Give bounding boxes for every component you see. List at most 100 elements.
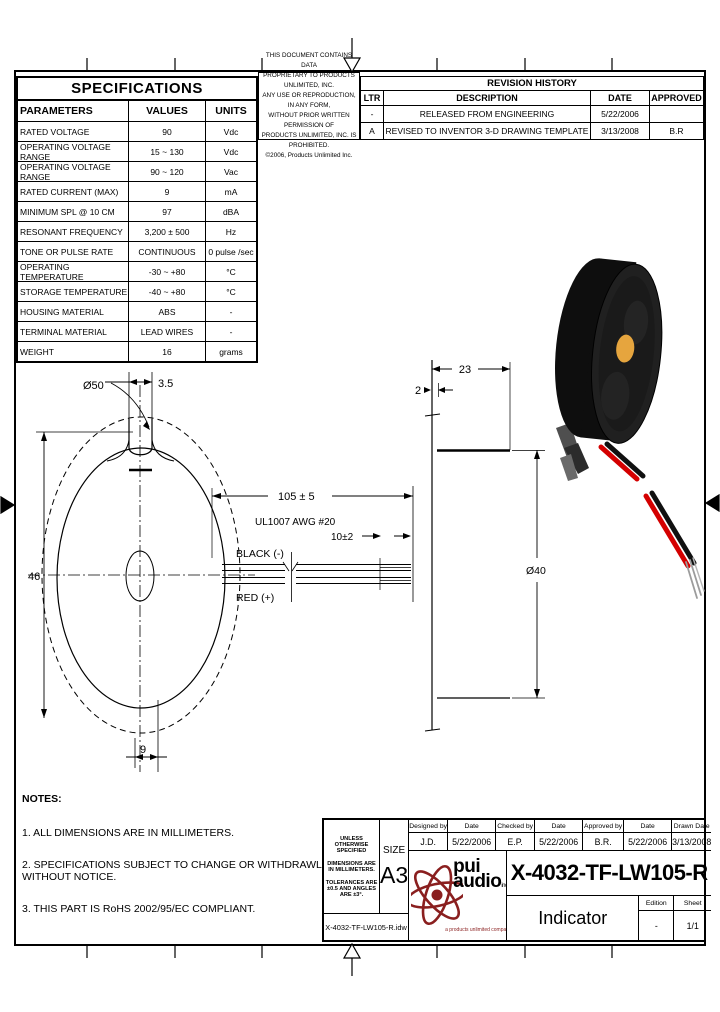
spec-header-parameters: PARAMETERS [18,101,129,121]
part-number: X-4032-TF-LW105-R [507,851,712,896]
title-block-right: Designed by J.D. Date 5/22/2006 Checked … [409,820,712,940]
spec-parameter: RATED CURRENT (MAX) [18,182,129,201]
buzzer-wires [598,441,705,599]
spec-row: TONE OR PULSE RATE CONTINUOUS 0 pulse /s… [18,242,256,262]
spec-value: -40 ~ +80 [129,282,206,301]
notes-title: NOTES: [22,793,62,805]
rev-date: 3/13/2008 [591,123,650,139]
rev-description: RELEASED FROM ENGINEERING [384,106,591,122]
dim-wire-length: 105 ± 5 [278,491,315,503]
notice-line: PRODUCTS UNLIMITED, INC. IS PROHIBITED. [261,132,357,150]
edition-label: Edition [639,896,674,911]
spec-unit: mA [224,186,238,197]
notes-section: NOTES: 1. ALL DIMENSIONS ARE IN MILLIMET… [22,793,322,935]
tolerance-note-line: TOLERANCES ARE ±0.5 AND ANGLES ARE ±3°. [325,879,378,898]
logo-tagline: a products unlimited company [445,927,508,933]
rev-header-ltr: LTR [361,91,384,105]
approval-column: Drawn Date 3/13/2008 [672,820,712,850]
approval-label: Date [448,820,496,833]
dimension-labels: Ø50 3.5 46 9 105 ± 5 UL1007 AWG #20 10±2… [28,364,546,756]
part-description: Indicator [507,896,640,940]
rev-header-date: DATE [591,91,650,105]
spec-unit: - [229,306,233,317]
notice-line: ©2006, Products Unlimited Inc. [265,152,353,160]
sheet-box: Sheet 1/1 [674,896,712,940]
notes-list: 1. ALL DIMENSIONS ARE IN MILLIMETERS.2. … [22,827,322,915]
front-view-drawing [28,372,414,772]
edition-value: - [654,920,658,931]
approval-column: Approved by B.R. [583,820,625,850]
approval-label: Checked by [496,820,535,833]
spec-value: -30 ~ +80 [129,262,206,281]
spec-value: 15 ~ 130 [129,142,206,161]
spec-unit: Vdc [223,146,239,157]
dim-flange: 2 [415,385,421,397]
dim-height: 46 [28,571,40,583]
approval-value: 5/22/2006 [539,836,579,847]
approval-label: Date [535,820,583,833]
rev-header-approved: APPROVED [651,93,702,103]
rev-header-description: DESCRIPTION [384,91,591,105]
approval-column: Date 5/22/2006 [535,820,584,850]
spec-parameter: OPERATING VOLTAGE RANGE [18,142,129,162]
approval-column: Date 5/22/2006 [624,820,673,850]
spec-row: OPERATING TEMPERATURE -30 ~ +80 °C [18,262,256,282]
notice-line: ANY USE OR REPRODUCTION, IN ANY FORM, [262,91,356,109]
spec-value: 90 [129,122,206,141]
dim-body-diameter: Ø40 [526,565,546,577]
black-wire-label: BLACK (-) [236,548,284,560]
approval-value: B.R. [594,836,612,847]
logo-word1: pui [453,856,481,877]
rev-ltr: A [361,123,384,139]
notice-line: THIS DOCUMENT CONTAINS DATA [265,51,353,69]
spec-unit: Hz [225,226,237,237]
spec-header-units: UNITS [215,105,247,117]
spec-header-row: PARAMETERS VALUES UNITS [18,101,256,122]
spec-unit: - [229,326,233,337]
spec-value: CONTINUOUS [129,242,206,261]
approval-value: E.P. [507,836,523,847]
sheet-value: 1/1 [686,920,699,931]
note-item: 1. ALL DIMENSIONS ARE IN MILLIMETERS. [22,827,235,839]
spec-unit: Vac [223,166,239,177]
spec-row: HOUSING MATERIAL ABS - [18,302,256,322]
spec-row: OPERATING VOLTAGE RANGE 15 ~ 130 Vdc [18,142,256,162]
approval-label: Date [624,820,672,833]
spec-row: WEIGHT 16 grams [18,342,256,361]
revision-header-row: LTR DESCRIPTION DATE APPROVED [361,91,703,106]
spec-row: RATED CURRENT (MAX) 9 mA [18,182,256,202]
spec-parameter: OPERATING TEMPERATURE [18,262,129,282]
spec-row: OPERATING VOLTAGE RANGE 90 ~ 120 Vac [18,162,256,182]
spec-parameter: RATED VOLTAGE [18,122,129,141]
logo-word2: audio [453,871,502,892]
revision-row: - RELEASED FROM ENGINEERING 5/22/2006 [361,106,703,123]
rev-ltr: - [361,106,384,122]
spec-parameter: RESONANT FREQUENCY [18,222,129,241]
spec-parameter: STORAGE TEMPERATURE [18,282,129,301]
approval-column: Designed by J.D. [409,820,449,850]
spec-unit: Vdc [223,126,239,137]
approval-label: Approved by [583,820,624,833]
rev-date: 5/22/2006 [591,106,650,122]
spec-title: SPECIFICATIONS [18,78,256,101]
notice-line: WITHOUT PRIOR WRITTEN PERMISSION OF [268,112,350,130]
spec-unit: °C [226,266,236,277]
buzzer-3d-render [555,258,705,599]
approval-column: Checked by E.P. [496,820,536,850]
spec-value: 16 [129,342,206,361]
dim-slot-offset: 9 [140,744,146,756]
spec-parameter: HOUSING MATERIAL [18,302,129,321]
drawing-sheet-border [14,70,706,946]
approval-value: 5/22/2006 [628,836,668,847]
red-wire-label: RED (+) [236,592,274,604]
size-value: A3 [380,861,409,888]
size-box: SIZE A3 [380,820,408,913]
spec-unit: grams [219,346,243,357]
approval-value: J.D. [420,836,436,847]
spec-row: RATED VOLTAGE 90 Vdc [18,122,256,142]
